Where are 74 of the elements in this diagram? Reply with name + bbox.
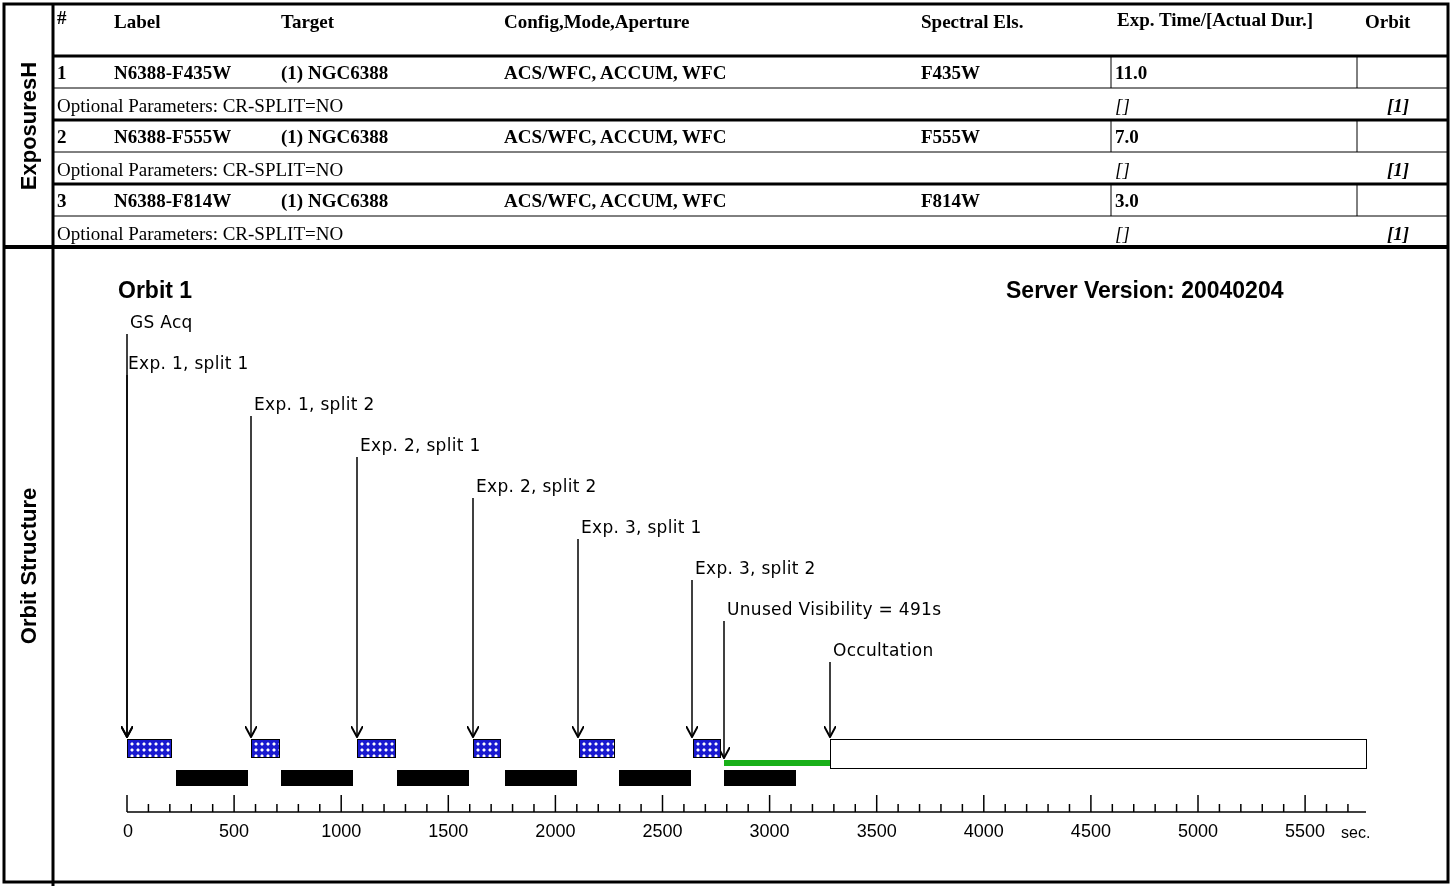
axis-tick-label: 0 bbox=[123, 821, 133, 842]
table-cell: Optional Parameters: CR-SPLIT=NO bbox=[57, 224, 344, 243]
column-header: Orbit bbox=[1365, 12, 1411, 31]
column-header: Target bbox=[281, 12, 335, 31]
event-label: Unused Visibility = 491s bbox=[727, 599, 942, 619]
exposure-block bbox=[693, 739, 721, 758]
table-cell: 3.0 bbox=[1115, 191, 1139, 210]
event-label: Exp. 1, split 1 bbox=[128, 353, 249, 373]
exposure-block bbox=[357, 739, 396, 758]
axis-tick-label: 4000 bbox=[963, 821, 1004, 842]
version-label: Server Version: 20040204 bbox=[1006, 277, 1284, 304]
column-header: Spectral Els. bbox=[921, 12, 1024, 31]
table-cell: N6388-F814W bbox=[114, 191, 232, 210]
exposure-block bbox=[579, 739, 615, 758]
section-heading: Orbit Structure bbox=[16, 487, 42, 645]
column-header: Exp. Time/[Actual Dur.] bbox=[1117, 12, 1314, 28]
column-header: Label bbox=[114, 12, 161, 31]
axis-tick-label: 1500 bbox=[428, 821, 469, 842]
table-cell: N6388-F435W bbox=[114, 63, 232, 82]
table-cell: Optional Parameters: CR-SPLIT=NO bbox=[57, 96, 344, 115]
leader-line bbox=[571, 538, 585, 738]
leader-line bbox=[350, 456, 364, 738]
event-label: Occultation bbox=[833, 640, 934, 660]
chart-title: Orbit 1 bbox=[118, 277, 193, 304]
axis-tick-label: 2500 bbox=[642, 821, 683, 842]
table-cell: (1) NGC6388 bbox=[281, 191, 389, 210]
table-cell: 11.0 bbox=[1115, 63, 1148, 82]
table-cell: [] bbox=[1115, 96, 1130, 115]
exposure-block bbox=[127, 739, 172, 758]
column-header: Config,Mode,Aperture bbox=[504, 12, 690, 31]
table-cell: F814W bbox=[921, 191, 981, 210]
column-header: # bbox=[57, 8, 67, 27]
table-cell: 3 bbox=[57, 191, 67, 210]
table-cell: ACS/WFC, ACCUM, WFC bbox=[504, 127, 727, 146]
axis-tick-label: 2000 bbox=[535, 821, 576, 842]
leader-line bbox=[823, 661, 837, 738]
event-label: Exp. 2, split 1 bbox=[360, 435, 481, 455]
table-cell: (1) NGC6388 bbox=[281, 63, 389, 82]
axis-tick-label: 3500 bbox=[856, 821, 897, 842]
table-cell: ACS/WFC, ACCUM, WFC bbox=[504, 63, 727, 82]
axis-tick-label: 5500 bbox=[1285, 821, 1326, 842]
table-cell: [] bbox=[1115, 224, 1130, 243]
event-label: Exp. 2, split 2 bbox=[476, 476, 597, 496]
table-cell: 1 bbox=[57, 63, 67, 82]
unused-visibility-bar bbox=[724, 760, 830, 766]
table-cell: N6388-F555W bbox=[114, 127, 232, 146]
table-cell: [1] bbox=[1387, 224, 1410, 243]
occultation-bar bbox=[830, 739, 1367, 769]
axis-tick-label: 1000 bbox=[321, 821, 362, 842]
leader-line bbox=[685, 579, 699, 738]
table-cell: [1] bbox=[1387, 96, 1410, 115]
axis-tick-label: 500 bbox=[219, 821, 250, 842]
event-label: GS Acq bbox=[130, 312, 193, 332]
section-heading: ExposuresH bbox=[16, 61, 42, 191]
table-cell: 2 bbox=[57, 127, 67, 146]
table-cell: (1) NGC6388 bbox=[281, 127, 389, 146]
table-cell: 7.0 bbox=[1115, 127, 1139, 146]
axis-tick-label: 4500 bbox=[1070, 821, 1111, 842]
axis-unit-label: sec. bbox=[1341, 824, 1371, 842]
axis-tick-label: 3000 bbox=[749, 821, 790, 842]
event-label: Exp. 1, split 2 bbox=[254, 394, 375, 414]
table-cell: [] bbox=[1115, 160, 1130, 179]
table-cell: F435W bbox=[921, 63, 981, 82]
event-label: Exp. 3, split 2 bbox=[695, 558, 816, 578]
axis-tick-label: 5000 bbox=[1178, 821, 1218, 842]
event-label: Exp. 3, split 1 bbox=[581, 517, 702, 537]
table-cell: Optional Parameters: CR-SPLIT=NO bbox=[57, 160, 344, 179]
table-cell: F555W bbox=[921, 127, 981, 146]
leader-line bbox=[244, 415, 258, 738]
leader-line bbox=[466, 497, 480, 738]
table-cell: [1] bbox=[1387, 160, 1410, 179]
exposure-block bbox=[251, 739, 280, 758]
table-cell: ACS/WFC, ACCUM, WFC bbox=[504, 191, 727, 210]
exposure-block bbox=[473, 739, 501, 758]
